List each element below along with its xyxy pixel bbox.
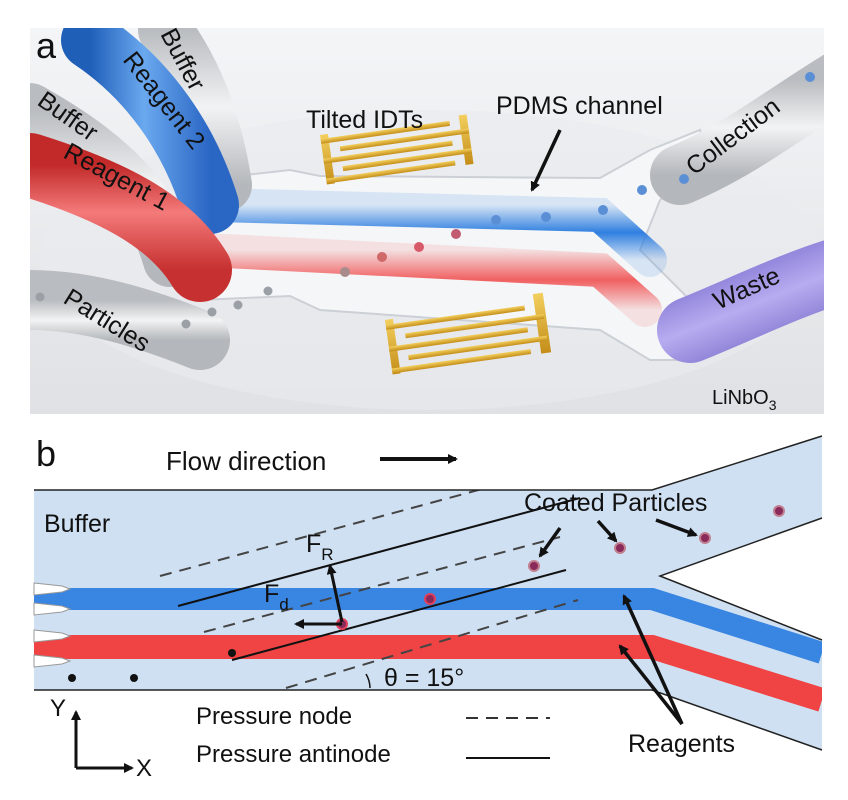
particle-dot <box>451 229 461 239</box>
particle-dot <box>541 212 551 222</box>
inlet-nozzles <box>33 582 72 668</box>
coated-particle <box>773 505 785 517</box>
drag-force-subscript: d <box>279 595 288 614</box>
waste-tube <box>657 240 824 363</box>
particle-dot <box>598 205 608 215</box>
inlet-nozzle <box>33 654 72 668</box>
uncoated-particle <box>228 649 236 657</box>
channel-red-stream <box>188 233 662 327</box>
drag-force-label: Fd <box>264 580 289 614</box>
xy-axes: Y X <box>50 695 152 782</box>
reagents-label: Reagents <box>628 730 735 758</box>
pressure-node-line <box>203 536 561 633</box>
outlet-divider <box>660 518 822 640</box>
reagent2-tube <box>61 28 239 234</box>
panel-b: b <box>33 433 823 782</box>
flow-direction-label: Flow direction <box>166 446 326 476</box>
channel-blue-stream <box>198 188 667 277</box>
device-render <box>30 28 824 410</box>
particle-dot <box>263 286 273 296</box>
inlet-nozzle <box>33 602 72 616</box>
y-axis-label: Y <box>50 695 66 722</box>
particle-dot <box>679 174 689 184</box>
particle-dot <box>414 242 424 252</box>
pdms-channel-label: PDMS channel <box>496 92 663 120</box>
channel-wall-bottom <box>34 689 823 751</box>
particle-dot <box>35 292 45 302</box>
particle-dot <box>233 300 243 310</box>
reagent1-tube <box>30 133 232 302</box>
legend: Pressure node Pressure antinode <box>196 703 550 768</box>
idt-top <box>320 114 474 185</box>
angle-arc <box>365 673 371 689</box>
coated-particle <box>614 542 626 554</box>
reagents-pointer-1 <box>622 594 684 725</box>
collection-tube <box>650 54 824 205</box>
particle-dot <box>340 267 350 277</box>
uncoated-particle <box>130 674 138 682</box>
tilted-idts-label: Tilted IDTs <box>306 106 423 134</box>
particle-dot <box>805 72 815 82</box>
coated-pointer-2 <box>596 519 618 543</box>
particle-dot <box>207 307 217 317</box>
panel-a-letter: a <box>36 25 57 66</box>
panel-a-particles <box>35 72 815 329</box>
blue-stream <box>34 588 822 664</box>
radiation-force-arrow <box>326 564 344 623</box>
radiation-force-label: FR <box>306 530 334 564</box>
coated-particle <box>528 560 540 572</box>
substrate-label: LiNbO3 <box>712 387 777 413</box>
particle-dot <box>491 215 501 225</box>
drag-force-symbol: F <box>264 580 279 608</box>
inlet-nozzle <box>33 582 72 596</box>
uncoated-particle <box>68 674 76 682</box>
channel-wall-top <box>34 435 823 491</box>
substrate-label-main: LiNbO <box>712 387 769 409</box>
x-axis-label: X <box>136 755 152 782</box>
pdms-pointer-arrow <box>530 129 562 192</box>
outlet-divider-edge <box>657 517 823 641</box>
particles-tube <box>30 270 230 370</box>
legend-node-label: Pressure node <box>196 703 352 730</box>
reagents-pointer-2 <box>618 644 684 726</box>
radiation-force-subscript: R <box>321 545 333 564</box>
coated-particle <box>699 532 711 544</box>
buffer-label: Buffer <box>44 510 110 538</box>
particle-dot <box>637 185 647 195</box>
particle-dot <box>181 319 191 329</box>
coated-particle <box>424 593 436 605</box>
pressure-antinode-line <box>177 497 581 607</box>
coated-pointer-3 <box>655 518 698 537</box>
idt-bottom <box>385 292 552 375</box>
pressure-antinode-line <box>231 569 567 661</box>
panel-a: a Buffer Reagent 2 Buffer Reagent 1 Part… <box>30 24 824 414</box>
pressure-node-line <box>285 599 579 689</box>
coated-pointer-1 <box>538 526 562 558</box>
radiation-force-symbol: F <box>306 530 321 558</box>
angle-label: θ = 15° <box>384 664 464 692</box>
coated-particles-label: Coated Particles <box>524 489 707 517</box>
red-stream <box>34 635 822 712</box>
panel-b-particles <box>68 505 785 682</box>
substrate-label-sub: 3 <box>769 397 777 413</box>
inlet-nozzle <box>33 629 72 643</box>
legend-antinode-label: Pressure antinode <box>196 741 391 768</box>
particle-dot <box>377 252 387 262</box>
panel-b-letter: b <box>36 433 56 474</box>
